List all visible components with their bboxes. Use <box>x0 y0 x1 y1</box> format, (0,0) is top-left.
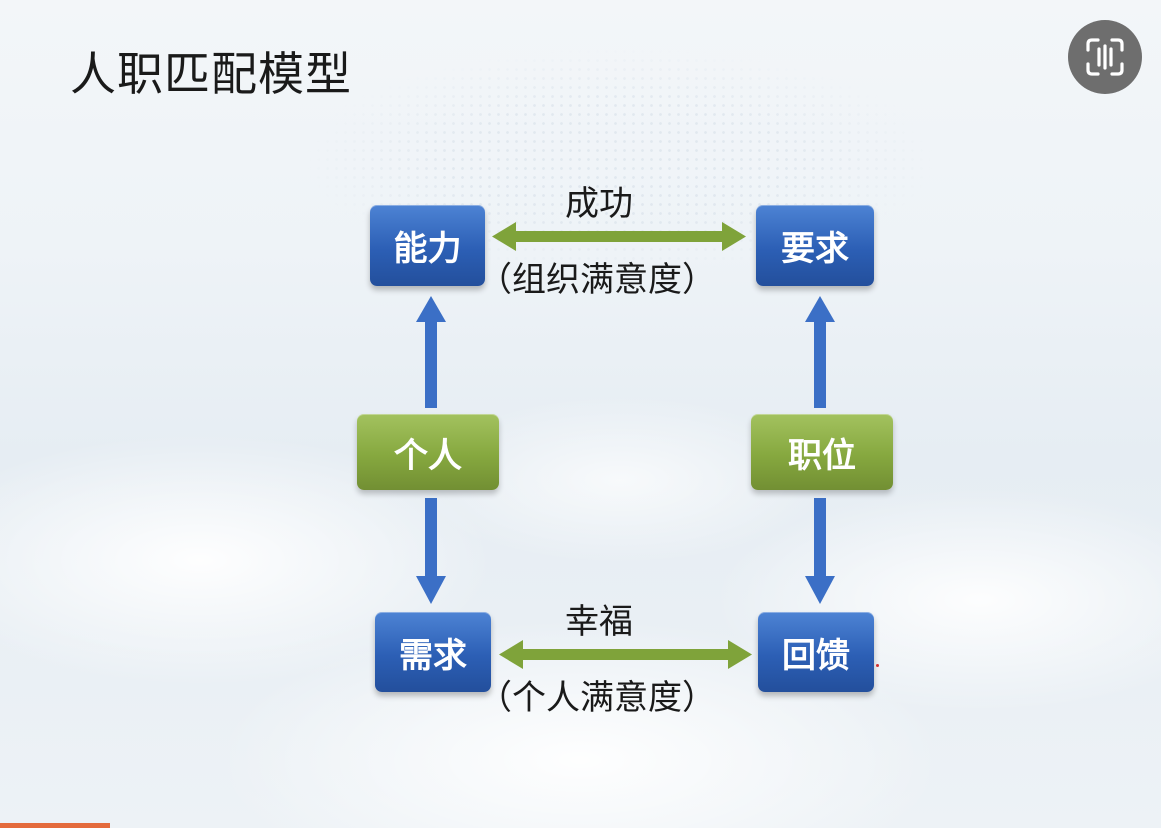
node-feedback: 回馈 <box>758 612 874 692</box>
individual-to-needs-arrow <box>416 498 446 604</box>
individual-to-ability-arrow <box>416 296 446 408</box>
node-position: 职位 <box>751 414 893 490</box>
node-requirement: 要求 <box>756 205 874 286</box>
background-dot-map <box>170 20 1070 320</box>
node-needs: 需求 <box>375 612 491 692</box>
position-to-feedback-arrow <box>805 498 835 604</box>
progress-bar <box>0 823 110 828</box>
bottom-link-sublabel: （个人满意度） <box>478 678 716 718</box>
position-to-requirement-arrow <box>805 296 835 408</box>
scan-icon <box>1086 38 1124 76</box>
scan-button[interactable] <box>1068 20 1142 94</box>
bottom-link-label: 幸福 <box>565 602 633 642</box>
top-link-label: 成功 <box>565 184 633 224</box>
top-double-arrow <box>492 222 746 251</box>
slide-title: 人职匹配模型 <box>70 47 352 101</box>
bottom-double-arrow <box>499 640 752 669</box>
node-ability: 能力 <box>370 205 485 286</box>
node-individual: 个人 <box>357 414 499 490</box>
top-link-sublabel: （组织满意度） <box>478 260 716 300</box>
laser-pointer-dot <box>876 664 879 667</box>
